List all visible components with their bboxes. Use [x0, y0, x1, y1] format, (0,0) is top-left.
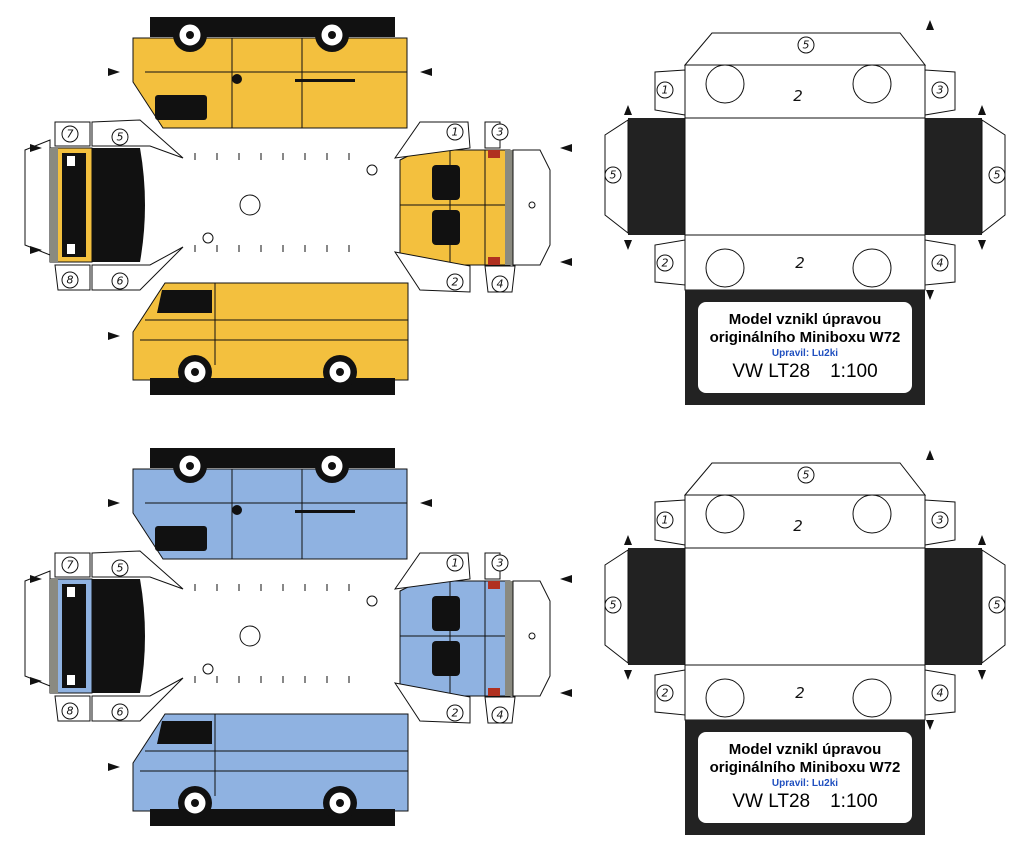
fold-mark-icon: [30, 246, 42, 254]
wheel-icon: [178, 786, 212, 820]
model-scale: 1:100: [830, 361, 878, 382]
tab-number: 3: [937, 84, 944, 97]
fold-mark-icon: [978, 670, 986, 680]
tab-number: 7: [67, 128, 74, 141]
tab-number: 3: [937, 514, 944, 527]
tab-number: 4: [497, 278, 504, 291]
wheel-icon: [173, 449, 207, 483]
fold-mark-icon: [420, 499, 432, 507]
label-line-2: originálního Miniboxu W72: [709, 329, 901, 346]
tab-number: 8: [67, 274, 74, 287]
tab-number: 6: [117, 706, 124, 719]
model-scale: 1:100: [830, 791, 878, 812]
tab-number: 5: [994, 169, 1001, 182]
tab-number: 5: [117, 131, 124, 144]
van-net-yellow: 7 5 8 6 1 3 2 4: [24, 17, 572, 395]
tab-number: 2: [452, 707, 459, 720]
tab-number: 8: [67, 705, 74, 718]
tab-number: 5: [803, 39, 810, 52]
fold-mark-icon: [108, 499, 120, 507]
model-name: VW LT28: [732, 791, 811, 812]
wheel-icon: [323, 355, 357, 389]
panel-number: 2: [795, 254, 805, 272]
author-credit: Upravil: Lu2ki: [771, 778, 839, 789]
tab-number: 5: [117, 562, 124, 575]
model-info-label: Model vznikl úpravou originálního Minibo…: [698, 732, 912, 823]
tab-number: 6: [117, 275, 124, 288]
fold-mark-icon: [560, 575, 572, 583]
fold-mark-icon: [560, 144, 572, 152]
fold-mark-icon: [926, 720, 934, 730]
fold-mark-icon: [978, 535, 986, 545]
tab-number: 5: [610, 169, 617, 182]
wheel-icon: [173, 18, 207, 52]
fold-mark-icon: [624, 670, 632, 680]
fold-mark-icon: [624, 240, 632, 250]
model-name: VW LT28: [732, 361, 811, 382]
wheel-icon: [323, 786, 357, 820]
van-net-blue: 7 5 8 6 1 3 2 4: [24, 448, 572, 826]
tab-number: 2: [662, 257, 669, 270]
label-line-1: Model vznikl úpravou: [728, 311, 882, 328]
fold-mark-icon: [108, 68, 120, 76]
tab-number: 4: [497, 709, 504, 722]
tab-number: 5: [994, 599, 1001, 612]
tab-number: 2: [452, 276, 459, 289]
fold-mark-icon: [978, 240, 986, 250]
fold-mark-icon: [624, 535, 632, 545]
fold-mark-icon: [30, 575, 42, 583]
fold-mark-icon: [926, 20, 934, 30]
tab-number: 7: [67, 559, 74, 572]
model-info-label: Model vznikl úpravou originálního Minibo…: [698, 302, 912, 393]
fold-mark-icon: [624, 105, 632, 115]
wheel-icon: [178, 355, 212, 389]
fold-mark-icon: [926, 290, 934, 300]
tab-number: 5: [803, 469, 810, 482]
tab-number: 1: [662, 514, 669, 527]
panel-number: 2: [793, 517, 803, 535]
fold-mark-icon: [108, 763, 120, 771]
tab-number: 5: [610, 599, 617, 612]
author-credit: Upravil: Lu2ki: [771, 348, 839, 359]
tab-number: 1: [662, 84, 669, 97]
tab-number: 2: [662, 687, 669, 700]
wheel-icon: [315, 449, 349, 483]
tab-number: 1: [452, 557, 459, 570]
fold-mark-icon: [30, 144, 42, 152]
fold-mark-icon: [978, 105, 986, 115]
tab-number: 4: [937, 687, 944, 700]
panel-number: 2: [793, 87, 803, 105]
tab-number: 4: [937, 257, 944, 270]
fold-mark-icon: [420, 68, 432, 76]
panel-number: 2: [795, 684, 805, 702]
tab-number: 3: [497, 126, 504, 139]
box-net: 2 2 5 1 3 5 5 2 4: [604, 20, 1006, 405]
label-line-2: originálního Miniboxu W72: [709, 759, 901, 776]
fold-mark-icon: [30, 677, 42, 685]
tab-number: 1: [452, 126, 459, 139]
fold-mark-icon: [560, 689, 572, 697]
wheel-icon: [315, 18, 349, 52]
fold-mark-icon: [108, 332, 120, 340]
tab-number: 3: [497, 557, 504, 570]
fold-mark-icon: [926, 450, 934, 460]
fold-mark-icon: [560, 258, 572, 266]
label-line-1: Model vznikl úpravou: [728, 741, 882, 758]
